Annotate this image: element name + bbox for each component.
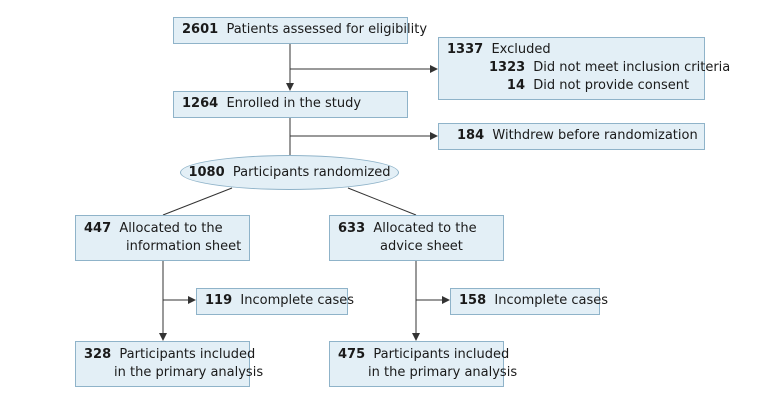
randomized-label: Participants randomized (232, 165, 391, 180)
analysis-box-information: 328 Participants included in the primary… (75, 341, 263, 387)
analysis-label: Participants included (373, 347, 510, 362)
incomplete-box-advice: 158 Incomplete cases (450, 288, 608, 315)
allocated-label: information sheet (126, 239, 242, 254)
allocated-count: 633 (338, 221, 366, 236)
allocated-count: 447 (84, 221, 112, 236)
analysis-label: in the primary analysis (114, 365, 264, 380)
allocated-box-advice: 633 Allocated to the advice sheet (329, 215, 504, 261)
analysis-label: Participants included (119, 347, 256, 362)
incomplete-count: 119 (205, 293, 233, 308)
incomplete-label: Incomplete cases (494, 293, 608, 308)
enrolled-count: 1264 (182, 96, 219, 111)
allocated-label: advice sheet (380, 239, 463, 254)
excluded-reason-count: 1323 (489, 60, 526, 75)
enrolled-box: 1264 Enrolled in the study (173, 91, 408, 118)
randomized-count: 1080 (188, 165, 225, 180)
analysis-label: in the primary analysis (368, 365, 518, 380)
line-to-arm-right (347, 187, 417, 216)
allocated-box-information: 447 Allocated to the information sheet (75, 215, 250, 261)
excluded-reason-label: Did not meet inclusion criteria (533, 60, 731, 75)
assessed-box: 2601 Patients assessed for eligibility (173, 17, 427, 44)
excluded-reason-label: Did not provide consent (533, 78, 690, 93)
randomized-oval: 1080 Participants randomized (180, 155, 399, 190)
withdrew-box: 184 Withdrew before randomization (438, 123, 705, 150)
excluded-reason-count: 14 (506, 78, 525, 93)
incomplete-count: 158 (459, 293, 487, 308)
excluded-count: 1337 (447, 42, 484, 57)
incomplete-label: Incomplete cases (240, 293, 354, 308)
analysis-count: 475 (338, 347, 366, 362)
excluded-box: 1337 Excluded 1323 Did not meet inclusio… (438, 37, 730, 100)
withdrew-count: 184 (457, 128, 485, 143)
excluded-label: Excluded (491, 42, 551, 57)
assessed-count: 2601 (182, 22, 219, 37)
withdrew-label: Withdrew before randomization (492, 128, 698, 143)
enrolled-label: Enrolled in the study (226, 96, 362, 111)
line-to-arm-left (162, 187, 233, 216)
analysis-count: 328 (84, 347, 112, 362)
allocated-label: Allocated to the (119, 221, 223, 236)
incomplete-box-information: 119 Incomplete cases (196, 288, 354, 315)
allocated-label: Allocated to the (373, 221, 477, 236)
analysis-box-advice: 475 Participants included in the primary… (329, 341, 517, 387)
assessed-label: Patients assessed for eligibility (226, 22, 428, 37)
